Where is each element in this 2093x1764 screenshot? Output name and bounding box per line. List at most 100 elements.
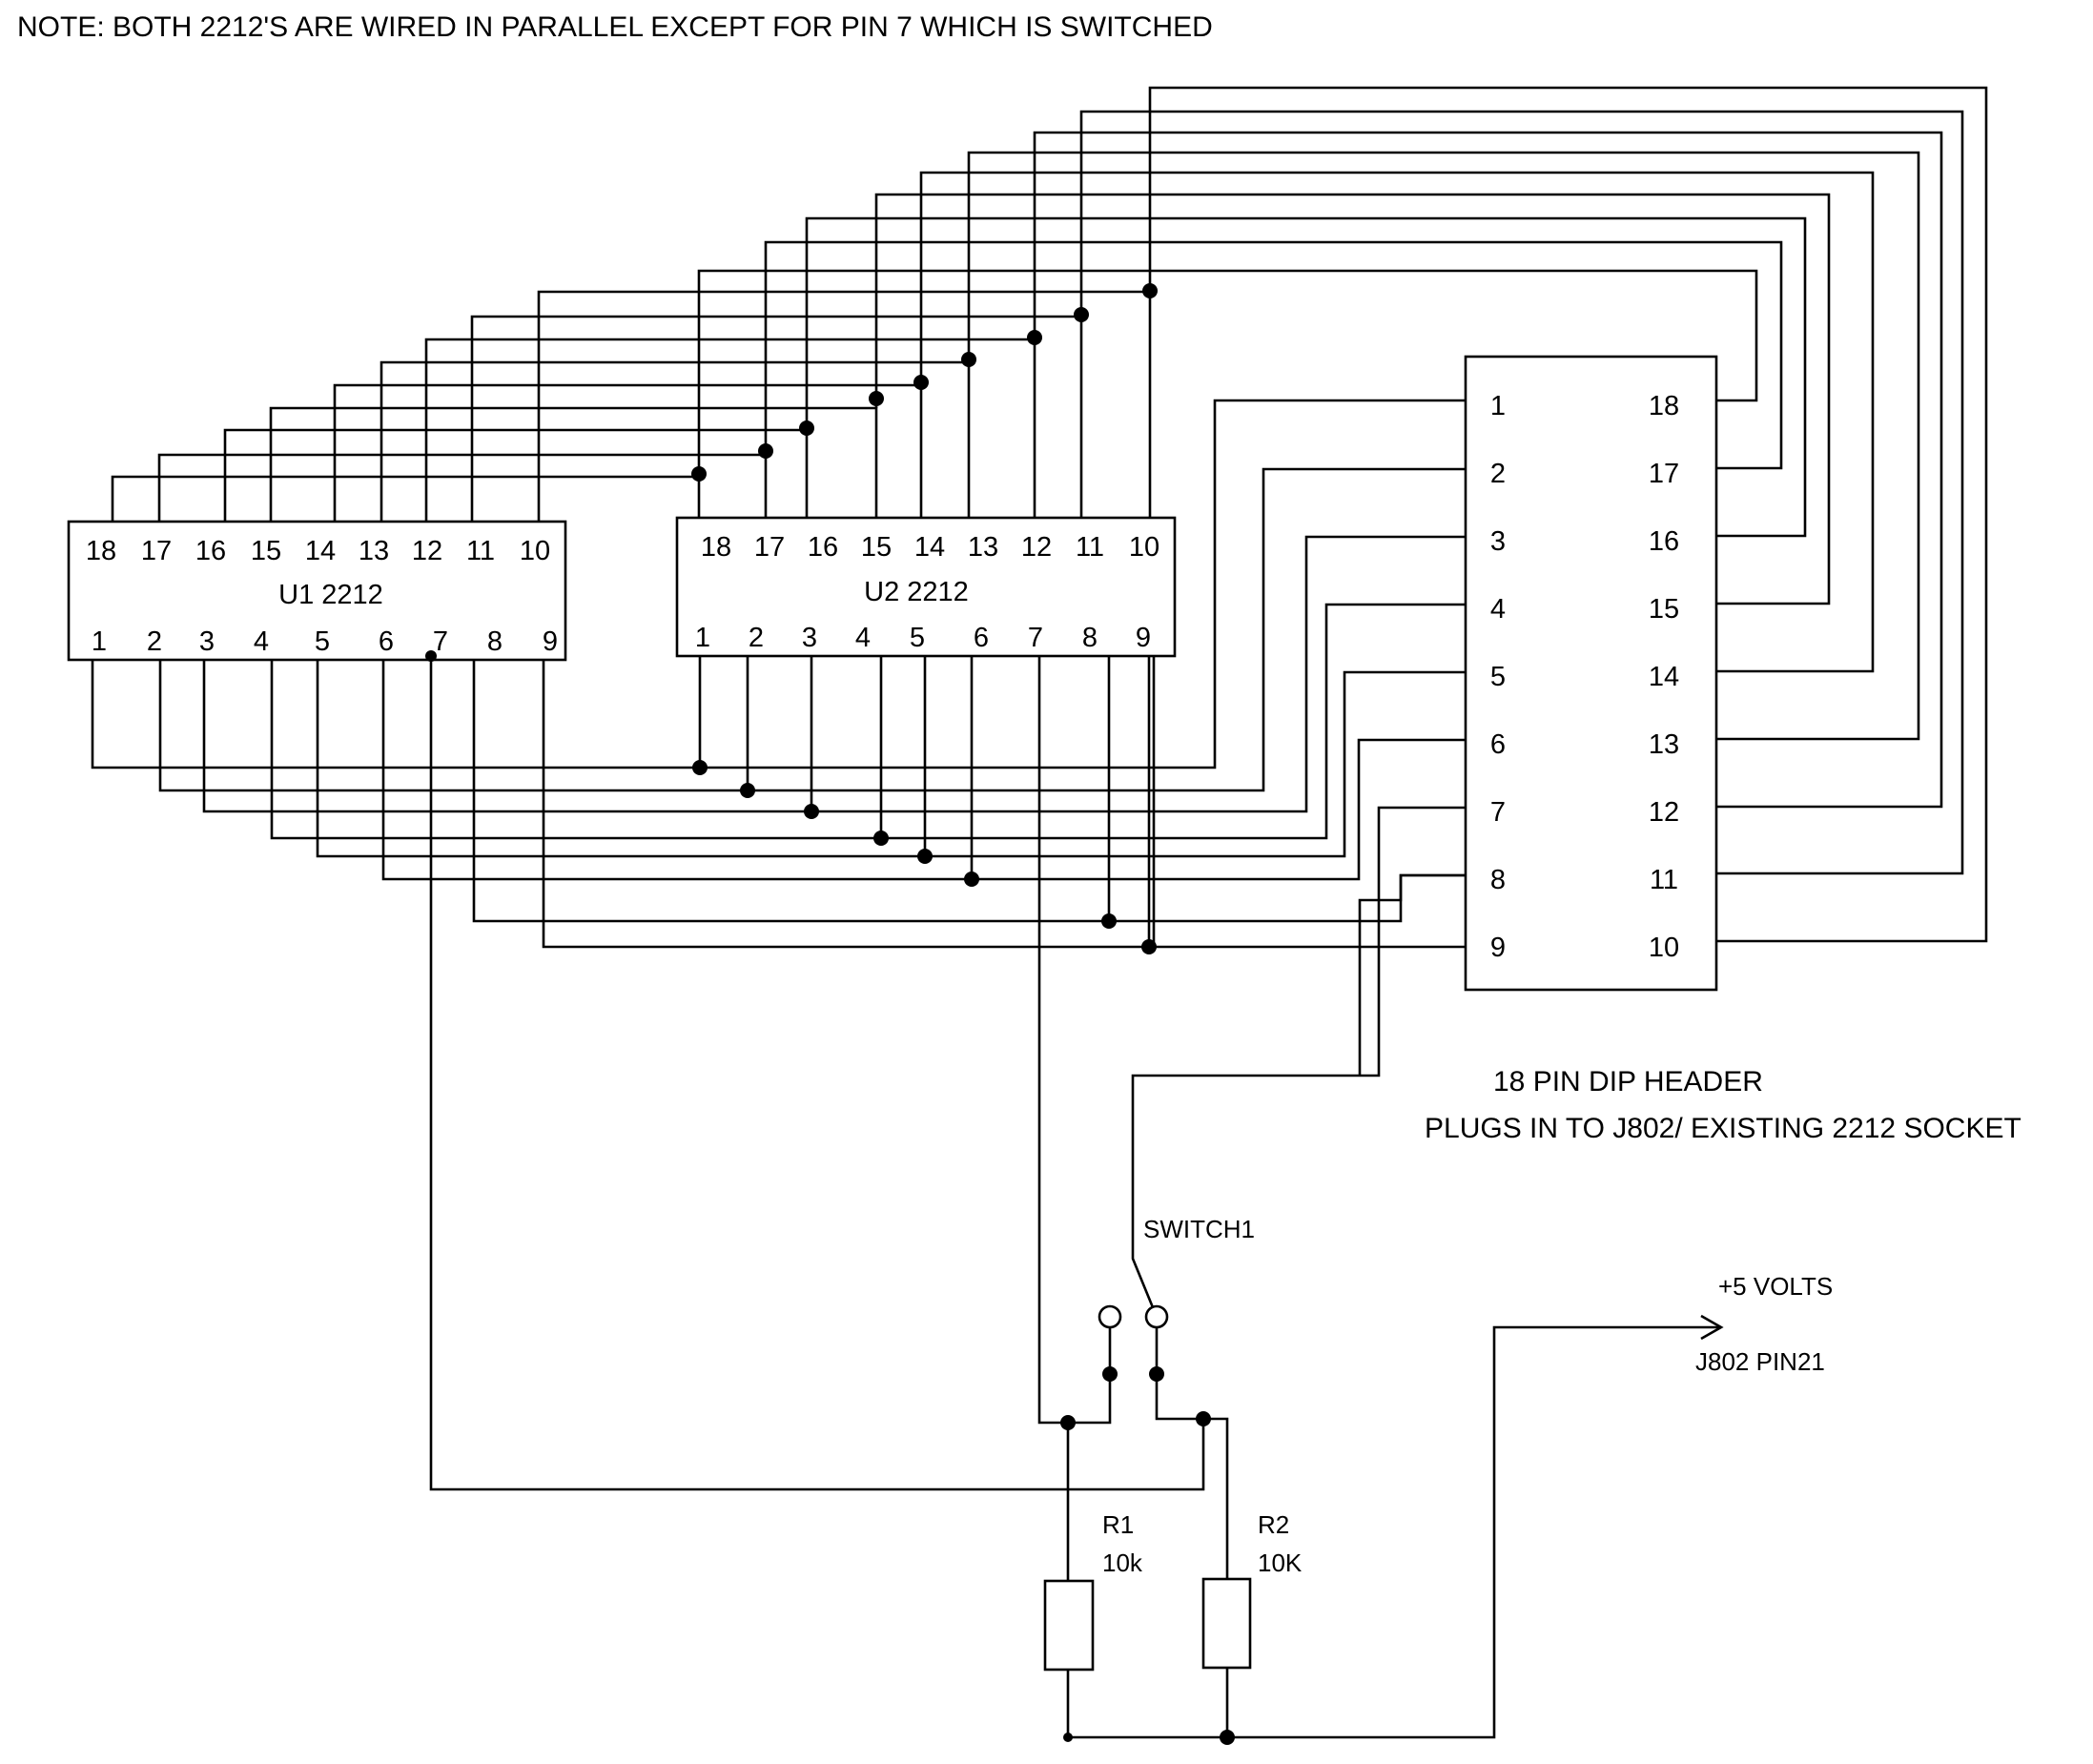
top-bus-wire-8: [537, 290, 1152, 522]
r1-body: [1043, 1579, 1095, 1672]
header-left-wire-6: [972, 738, 1466, 881]
header-right-pin-label-2: 16: [1649, 526, 1679, 557]
header-left-pin-label-6: 7: [1490, 797, 1506, 828]
bottom-bus-wire-2: [158, 656, 749, 792]
bottom-bus-junction-5: [917, 849, 933, 864]
top-bus-junction-2: [799, 420, 814, 436]
u1-top-pin-label-2: 16: [195, 536, 226, 566]
r1-junction: [1060, 1415, 1076, 1430]
header-subtitle: PLUGS IN TO J802/ EXISTING 2212 SOCKET: [1425, 1113, 2021, 1144]
u1-pin7-dot: [425, 650, 437, 662]
switch-right-dot: [1149, 1366, 1164, 1382]
header-left-wire-1: [700, 399, 1466, 769]
u1-top-pin-label-6: 12: [412, 536, 442, 566]
header-right-wire-6: [1033, 131, 1943, 809]
r1-value: 10k: [1102, 1549, 1143, 1577]
bottom-bus-junction-1: [692, 760, 708, 775]
bottom-bus-wire-8: [472, 656, 1111, 923]
top-bus-junction-1: [758, 443, 773, 459]
u2-bottom-pin-label-7: 8: [1082, 623, 1098, 653]
header-right-pin-label-0: 18: [1649, 391, 1679, 421]
bottom-bus-junction-2: [740, 783, 755, 798]
header-pin8-stub: [1358, 873, 1466, 1076]
note-text: NOTE: BOTH 2212'S ARE WIRED IN PARALLEL …: [17, 11, 1213, 43]
top-bus-junction-8: [1142, 283, 1158, 298]
arrow-head-icon: [1700, 1314, 1724, 1341]
u2-label: U2 2212: [864, 577, 969, 607]
r2-body: [1201, 1577, 1252, 1670]
top-bus-junction-7: [1074, 307, 1089, 322]
u1-bottom-pin-label-4: 5: [315, 626, 330, 657]
r1-name: R1: [1102, 1510, 1134, 1539]
u2-bottom-pin-label-8: 9: [1136, 623, 1151, 653]
header-right-pin-label-3: 15: [1649, 594, 1679, 625]
u1-top-pin-label-3: 15: [251, 536, 281, 566]
header-left-pin-label-3: 4: [1490, 594, 1506, 625]
bottom-bus-wire-4: [270, 656, 883, 840]
bottom-bus-junction-4: [873, 831, 889, 846]
u1-bottom-pin-label-0: 1: [92, 626, 107, 657]
header-title: 18 PIN DIP HEADER: [1493, 1066, 1763, 1097]
u2-bottom-pin-label-5: 6: [974, 623, 989, 653]
u1-bottom-pin-label-3: 4: [254, 626, 269, 657]
header-right-wire-3: [874, 193, 1831, 605]
u1-bottom-pin-label-1: 2: [147, 626, 162, 657]
top-bus-junction-3: [869, 391, 884, 406]
u2-bottom-pin-label-1: 2: [749, 623, 764, 653]
junction-dots: [425, 283, 1235, 1745]
u2-top-pin-label-5: 13: [968, 532, 998, 563]
switch-label: SWITCH1: [1143, 1215, 1255, 1243]
switch-contact-right: [1144, 1304, 1169, 1329]
bottom-bus-junction-8: [1101, 913, 1117, 929]
supply-pin-label: J802 PIN21: [1695, 1347, 1825, 1376]
supply-wire: [1066, 1325, 1692, 1739]
header-right-pin-label-7: 11: [1650, 865, 1678, 895]
u1-top-pin-label-8: 10: [520, 536, 550, 566]
u2-pin7-wire: [1037, 656, 1068, 1425]
header-left-pin-label-4: 5: [1490, 662, 1506, 692]
bottom-bus-junction-3: [804, 804, 819, 819]
header-left-pin-label-7: 8: [1490, 865, 1506, 895]
top-bus-wire-4: [333, 383, 923, 522]
header-right-wire-8: [1148, 86, 1988, 943]
u2-top-pin-label-3: 15: [861, 532, 892, 563]
header-left-wire-2: [748, 467, 1466, 792]
top-bus-wire-3: [269, 406, 878, 522]
header-left-pin-label-5: 6: [1490, 729, 1506, 760]
u1-bottom-pin-label-7: 8: [487, 626, 503, 657]
u1-pin7-wire: [429, 660, 1205, 1491]
header-right-wire-1: [764, 240, 1783, 470]
u1-bottom-pin-label-2: 3: [199, 626, 215, 657]
header-left-wire-5: [925, 670, 1466, 858]
top-bus-wire-0: [111, 475, 701, 522]
u1-bottom-pin-label-8: 9: [543, 626, 558, 657]
header-left-pin-label-8: 9: [1490, 933, 1506, 963]
r2-name: R2: [1258, 1510, 1289, 1539]
top-bus-junction-0: [691, 466, 707, 482]
header-right-pin-label-5: 13: [1649, 729, 1679, 760]
r1-bottom-dot: [1063, 1733, 1073, 1742]
header-right-pin-label-8: 10: [1649, 933, 1679, 963]
u2-top-pin-label-4: 14: [914, 532, 945, 563]
r2-value: 10K: [1258, 1549, 1303, 1577]
u2-bottom-pin-label-3: 4: [855, 623, 871, 653]
top-bus-wire-6: [424, 338, 1036, 522]
header-left-pin-label-2: 3: [1490, 526, 1506, 557]
supply-arrow: [1692, 1314, 1724, 1341]
header-left-pin-label-1: 2: [1490, 459, 1506, 489]
top-bus-wire-2: [223, 428, 809, 522]
header-right-wire-2: [805, 216, 1807, 538]
top-bus-wire-5: [380, 360, 971, 522]
top-bus-junction-5: [961, 352, 976, 367]
r2-top-wire: [1155, 1327, 1229, 1579]
u2-bottom-pin-label-4: 5: [910, 623, 925, 653]
u1-top-pin-label-7: 11: [466, 536, 495, 566]
r2-bottom-dot: [1220, 1730, 1235, 1745]
bottom-bus-junction-9: [1141, 939, 1157, 954]
